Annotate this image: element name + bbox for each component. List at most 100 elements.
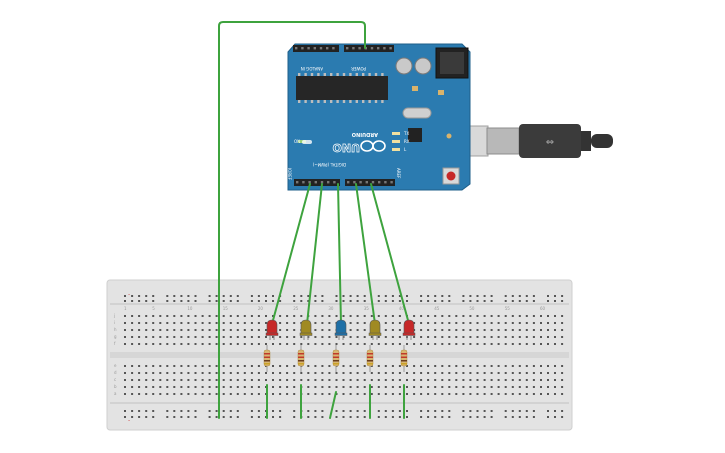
breadboard-hole [406, 365, 408, 367]
breadboard-hole [321, 329, 324, 331]
led-yellow[interactable] [299, 319, 313, 340]
header-pin [326, 47, 329, 50]
wire-led-5[interactable] [370, 183, 410, 325]
chip-pin [304, 100, 307, 103]
breadboard-hole [420, 372, 423, 374]
led-yellow[interactable] [368, 319, 382, 340]
breadboard-hole [293, 295, 296, 297]
breadboard-hole [420, 315, 423, 317]
led-red[interactable] [265, 319, 279, 340]
column-number: 55 [505, 306, 511, 311]
breadboard-hole [152, 300, 155, 302]
breadboard-hole [159, 379, 162, 381]
breadboard-hole [391, 343, 394, 345]
breadboard-hole [377, 379, 380, 381]
wire-led-2[interactable] [306, 183, 323, 325]
breadboard-hole [532, 410, 535, 412]
breadboard-hole [377, 410, 380, 412]
resistor-band [333, 360, 339, 362]
breadboard-hole [236, 336, 239, 338]
breadboard-hole [131, 343, 134, 345]
resistor[interactable] [297, 345, 305, 372]
ground-wire[interactable] [218, 21, 366, 419]
breadboard-hole [222, 295, 225, 297]
breadboard-hole [398, 372, 401, 374]
breadboard-hole [307, 365, 310, 367]
breadboard-hole [201, 386, 204, 388]
breadboard-hole [145, 329, 148, 331]
breadboard-hole [476, 295, 479, 297]
breadboard-hole [532, 315, 535, 317]
breadboard-hole [265, 343, 267, 345]
breadboard-hole [328, 336, 331, 338]
arduino-board[interactable]: TX RX L ON UNO ARDUINO POWER ANALOG IN D… [287, 43, 471, 191]
breadboard-hole [547, 372, 549, 374]
breadboard-hole [314, 379, 317, 381]
breadboard-hole [497, 393, 500, 395]
wires[interactable] [218, 21, 410, 419]
breadboard-hole [180, 300, 183, 302]
breadboard-hole [561, 329, 564, 331]
resistor[interactable] [366, 345, 374, 372]
breadboard-hole [138, 393, 141, 395]
wire-led-1[interactable] [271, 183, 311, 325]
breadboard-hole [342, 343, 345, 345]
breadboard-hole [279, 379, 282, 381]
breadboard-hole [257, 379, 260, 381]
resistor-band [264, 353, 270, 355]
breadboard-hole [194, 379, 197, 381]
breadboard-hole [229, 295, 232, 297]
led-blue[interactable] [334, 319, 348, 340]
breadboard-hole [398, 393, 401, 395]
header-pin [383, 47, 386, 50]
breadboard-hole [328, 365, 331, 367]
breadboard-hole [152, 343, 155, 345]
breadboard-hole [215, 379, 218, 381]
wire-ground-3[interactable] [329, 391, 337, 419]
breadboard-hole [173, 393, 176, 395]
breadboard-hole [145, 386, 148, 388]
breadboard-hole [272, 365, 274, 367]
breadboard-hole [257, 365, 260, 367]
breadboard-hole [511, 300, 514, 302]
breadboard-hole [307, 386, 310, 388]
header-pin [359, 181, 362, 184]
led-red[interactable] [402, 319, 416, 340]
breadboard-hole [265, 336, 267, 338]
breadboard-hole [166, 322, 169, 324]
breadboard-hole [413, 379, 416, 381]
breadboard-hole [138, 386, 141, 388]
resistor[interactable] [263, 345, 271, 372]
reset-button-cap[interactable] [446, 171, 456, 181]
breadboard-hole [166, 416, 169, 418]
breadboard-hole [554, 336, 556, 338]
breadboard-hole [490, 322, 493, 324]
breadboard-hole [208, 365, 211, 367]
breadboard-hole [349, 295, 352, 297]
wire-led-4[interactable] [355, 183, 376, 325]
breadboard-hole [483, 416, 486, 418]
breadboard-hole [124, 315, 126, 317]
breadboard-hole [540, 329, 542, 331]
rail-minus-label-bottom: - [128, 417, 130, 424]
breadboard-hole [236, 322, 239, 324]
breadboard-hole [406, 416, 408, 418]
breadboard-hole [356, 416, 359, 418]
breadboard-hole [180, 322, 183, 324]
breadboard-hole [215, 393, 218, 395]
breadboard-hole [420, 393, 423, 395]
breadboard-hole [504, 379, 507, 381]
wire-led-3[interactable] [337, 183, 342, 325]
smd-component [438, 90, 444, 95]
breadboard-hole [391, 336, 394, 338]
breadboard-hole [124, 295, 126, 297]
breadboard-hole [272, 300, 274, 302]
resistor[interactable] [400, 345, 408, 372]
breadboard-hole [518, 336, 521, 338]
breadboard-hole [561, 379, 564, 381]
breadboard-hole [518, 386, 521, 388]
breadboard-hole [420, 300, 423, 302]
resistor[interactable] [332, 345, 340, 372]
breadboard-hole [321, 322, 324, 324]
